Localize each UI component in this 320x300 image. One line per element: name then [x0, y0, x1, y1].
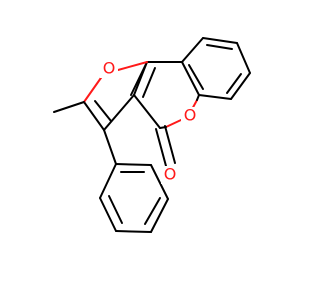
bond-phenyl-3 — [115, 230, 152, 233]
bond-c4-o5 — [165, 119, 182, 128]
bond-o1-c9a — [117, 61, 148, 71]
bond-o5-c5a-dark — [196, 94, 200, 101]
structure-canvas: O O O — [53, 37, 251, 233]
bond-c3-c2 — [83, 101, 105, 131]
bond-benzo-1 — [181, 37, 204, 63]
o-furan-label: O — [103, 59, 116, 78]
bond-c9a-c3a-double — [142, 67, 156, 98]
carbonyl-group — [155, 125, 176, 167]
o-carbonyl-label: O — [164, 165, 177, 184]
bond-benzo-double-3 — [188, 64, 204, 90]
benzo-ring — [181, 37, 251, 100]
bond-phenyl-4 — [150, 198, 169, 233]
bond-phenyl-5 — [150, 164, 169, 200]
bond-phenyl-6 — [115, 163, 152, 166]
methyl-bond — [53, 101, 85, 113]
o-lactone-bg — [181, 107, 199, 125]
molecule-svg: O O O — [53, 37, 251, 233]
bond-benzo-4 — [230, 72, 251, 100]
bond-c3-phenyl — [103, 129, 117, 165]
bond-phenyl-2 — [99, 197, 117, 232]
bond-benzo-2 — [202, 37, 238, 44]
bond-phenyl-1 — [99, 163, 117, 199]
bond-c9a-c9 — [130, 61, 148, 96]
bond-carbonyl-1 — [155, 128, 167, 167]
bond-c3a-c4 — [133, 94, 161, 129]
bond-c2-o1 — [83, 74, 104, 103]
phenyl-ring — [99, 129, 169, 233]
bond-c3a-c3 — [103, 94, 135, 131]
bond-phenyl-double-1 — [108, 195, 123, 224]
bond-benzo-double-1 — [206, 44, 233, 50]
o-furan-bg — [100, 60, 118, 78]
bond-benzo-3 — [236, 42, 251, 74]
bond-carbonyl-2 — [164, 125, 176, 164]
bond-benzo-double-2 — [226, 73, 242, 94]
bond-benzo-6 — [181, 61, 200, 96]
o-lactone-label: O — [184, 106, 197, 125]
bond-c3-c2-double — [94, 100, 112, 122]
furan-ring — [83, 61, 148, 131]
bond-benzo-5 — [198, 94, 232, 100]
bond-phenyl-double-2 — [144, 197, 161, 225]
o-carbonyl-bg — [161, 166, 179, 184]
